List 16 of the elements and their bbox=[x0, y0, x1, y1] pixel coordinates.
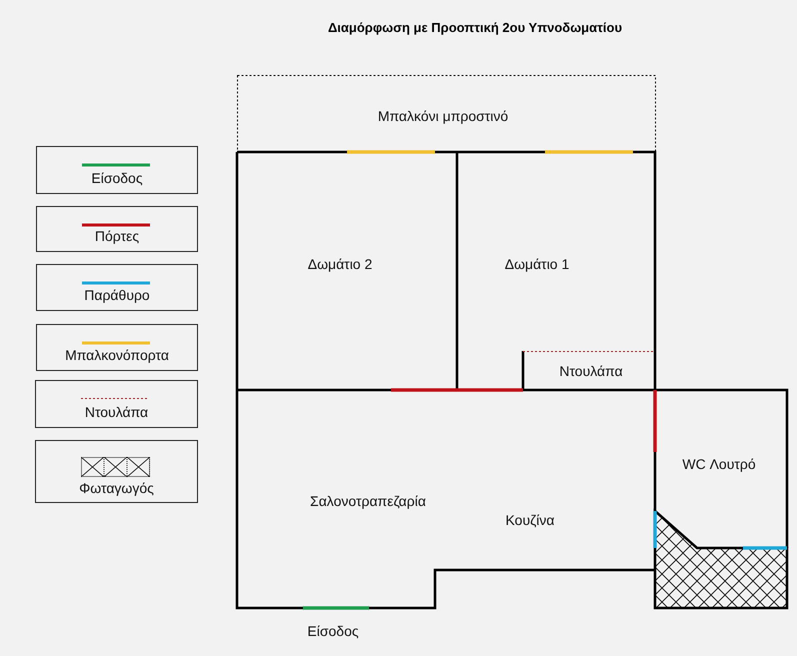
room-name: Δωμάτιο 2 bbox=[308, 256, 372, 272]
legend-text: Ντουλάπα bbox=[84, 404, 150, 420]
room-name: Μπαλκόνι μπροστινό bbox=[378, 108, 508, 124]
legend-text: Πόρτες bbox=[94, 228, 140, 244]
entrance-label: Είσοδος bbox=[307, 623, 359, 639]
room-name: Κουζίνα bbox=[506, 512, 554, 528]
legend-text: Παράθυρο bbox=[83, 287, 151, 303]
room-name: WC Λουτρό bbox=[682, 456, 756, 472]
room-name: Σαλονοτραπεζαρία bbox=[310, 493, 426, 509]
legend-text: Μπαλκονόπορτα bbox=[64, 347, 170, 363]
legend-text: Είσοδος bbox=[90, 170, 144, 186]
diagram-title: Διαμόρφωση με Προοπτική 2ου Υπνοδωματίου bbox=[326, 20, 624, 35]
legend-text: Φωταγωγός bbox=[78, 480, 155, 496]
light-well-hatched-area bbox=[655, 511, 787, 608]
room-name: Δωμάτιο 1 bbox=[504, 256, 570, 272]
room-name: Ντουλάπα bbox=[559, 363, 623, 379]
